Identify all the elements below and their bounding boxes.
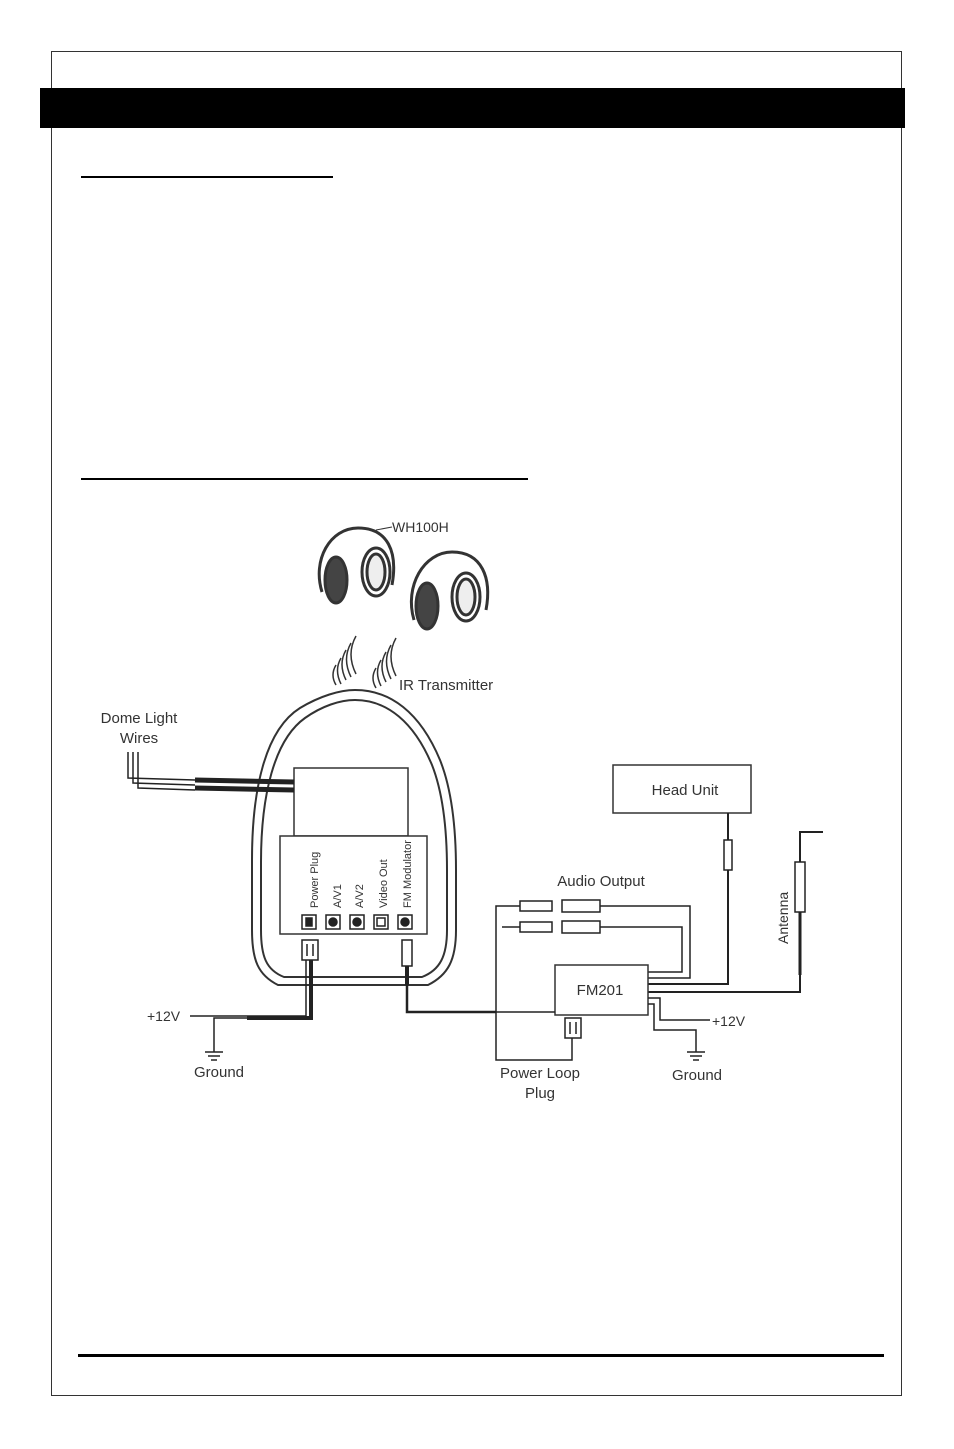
power-loop-label-1: Power Loop	[500, 1065, 580, 1082]
port-label-fm-modulator: FM Modulator	[402, 840, 414, 908]
ir-waves-right	[372, 637, 397, 689]
dome-light-label-1: Dome Light	[101, 710, 179, 727]
ground-left-label: Ground	[194, 1064, 244, 1081]
power-plug-left	[301, 939, 319, 961]
port-label-av1: A/V1	[332, 884, 344, 908]
headphones-right	[409, 550, 490, 631]
plus12v-right-label: +12V	[712, 1013, 746, 1029]
dome-light-wires	[127, 752, 295, 793]
audio-output-cables	[495, 899, 691, 1061]
fm201-power-wires	[496, 997, 710, 1052]
head-unit-label: Head Unit	[652, 782, 720, 799]
port-label-video-out: Video Out	[378, 859, 390, 908]
header-bar	[40, 88, 905, 128]
footer-rule	[78, 1354, 884, 1357]
fm-cable	[401, 939, 496, 1014]
head-unit-box	[612, 764, 752, 814]
power-loop-label-2: Plug	[525, 1085, 555, 1102]
dome-light-housing	[251, 688, 457, 986]
section-rule-1	[81, 176, 333, 178]
antenna-cable	[648, 831, 823, 993]
section-rule-2	[81, 478, 528, 480]
port-label-av2: A/V2	[354, 884, 366, 908]
head-unit-cable	[648, 813, 733, 985]
dome-light-label-2: Wires	[120, 730, 158, 747]
port-jacks	[301, 914, 413, 930]
headphones-left	[317, 526, 396, 605]
fm201-label: FM201	[577, 982, 624, 999]
audio-output-label: Audio Output	[557, 873, 645, 890]
antenna-label: Antenna	[775, 892, 791, 944]
ir-waves-left	[332, 635, 357, 686]
page-border	[51, 51, 902, 1396]
ground-icon-right	[687, 1051, 705, 1061]
port-label-power-plug: Power Plug	[309, 852, 321, 908]
dome-light-lens	[293, 767, 409, 837]
ir-transmitter-label: IR Transmitter	[399, 677, 493, 694]
ground-right-label: Ground	[672, 1067, 722, 1084]
fm201-box	[554, 964, 649, 1016]
ground-icon-left	[205, 1051, 223, 1061]
plus12v-left-label: +12V	[147, 1008, 181, 1024]
headphones-label: WH100H	[392, 519, 449, 535]
power-loop-plug	[564, 1017, 582, 1039]
power-wires-left	[190, 960, 313, 1052]
port-labels: Power Plug A/V1 A/V2 Video Out FM Modula…	[309, 840, 414, 908]
